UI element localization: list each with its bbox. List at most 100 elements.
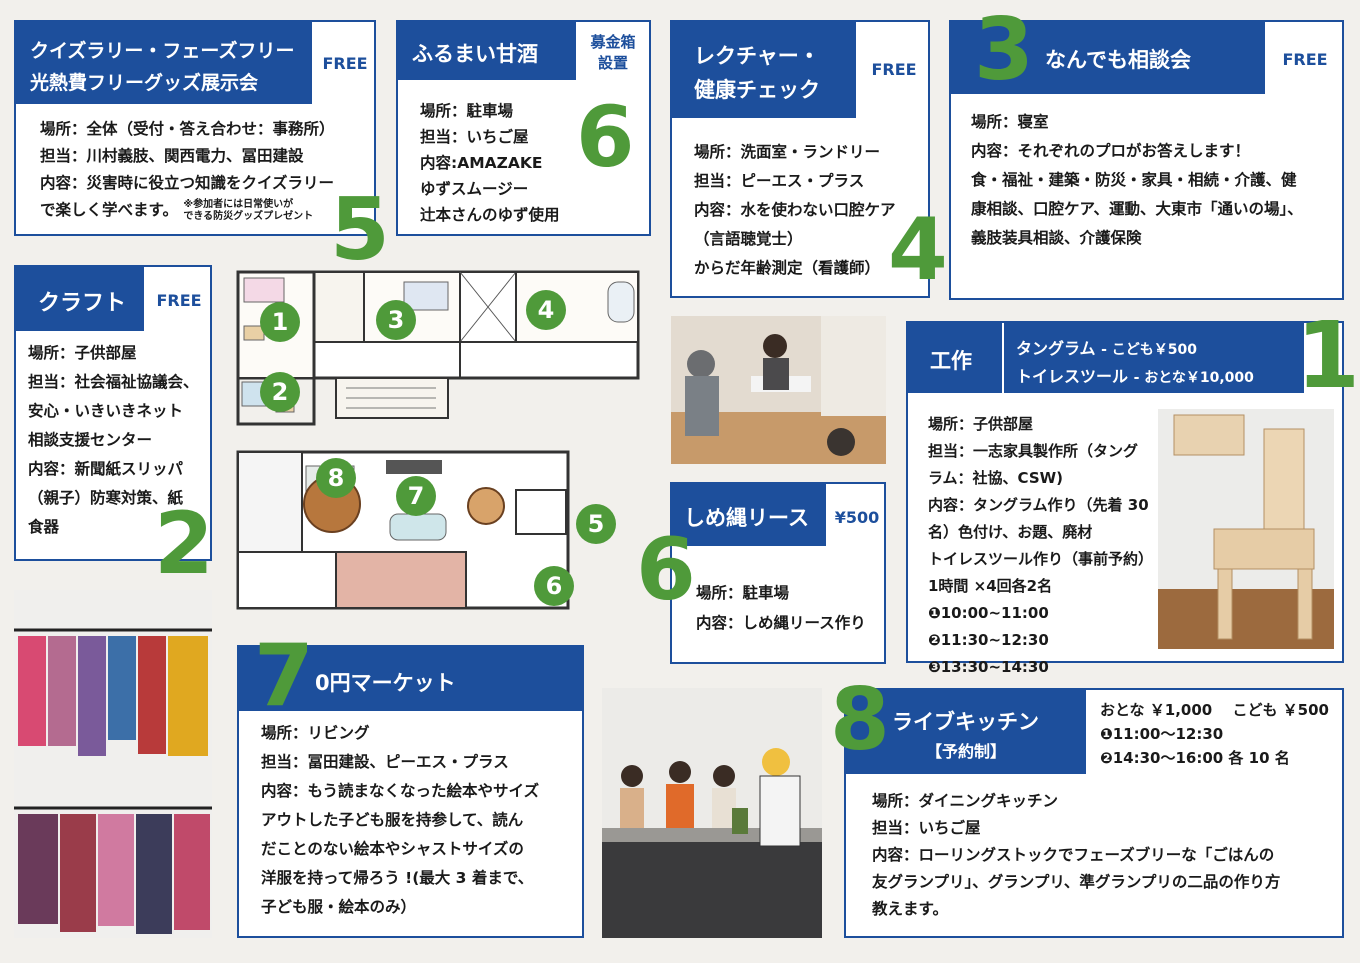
kousaku-body: 場所：子供部屋 担当：一志家具製作所（タング ラム：社協、CSW) 内容：タング… [928,411,1168,708]
kousaku-line: 担当：一志家具製作所（タング [928,442,1139,460]
quiz-number: 5 [330,180,390,280]
kousaku-line: 内容：タングラム作り（先着 30 [928,496,1149,514]
map-marker-7: 7 [396,476,436,516]
stool-photo-image [1158,409,1334,649]
amazake-card: ふるまい甘酒 募金箱 設置 場所：駐車場 担当：いちご屋 内容:AMAZAKE … [396,20,651,236]
amazake-tag-2: 設置 [597,54,628,72]
kousaku-line: ❶10:00~11:00 ❷11:30~12:30 [928,604,1049,649]
map-marker-8: 8 [316,458,356,498]
map-marker-1: 1 [260,302,300,342]
quiz-line-last: で楽しく学べます。 [40,201,178,219]
amazake-header: ふるまい甘酒 [398,22,576,80]
kousaku-item-1: タングラム - こども￥500 [1016,335,1197,359]
amazake-body: 場所：駐車場 担当：いちご屋 内容:AMAZAKE ゆずスムージー 辻本さんのゆ… [420,98,620,228]
craft-body: 場所：子供部屋 担当：社会福祉協議会、 安心・いきいきネット 相談支援センター … [28,339,212,542]
kitchen-line: 友グランプリ」、グランプリ、準グランプリの二品の作り方 [872,873,1281,891]
kitchen-body: 場所：ダイニングキッチン 担当：いちご屋 内容：ローリングストックでフェーズブリ… [872,788,1342,923]
consult-title: なんでも相談会 [1045,48,1191,72]
lecture-line: （言語聴覚士） [694,230,803,248]
market-line: 洋服を持って帰ろう !(最大 3 着まで、 [261,869,534,887]
amazake-number: 6 [576,88,635,186]
shime-body: 場所：駐車場 内容：しめ縄リース作り [696,578,886,638]
workshop-photo-image [671,316,886,464]
craft-number: 2 [154,494,214,594]
floor-plan: 1 2 3 4 5 6 7 8 [236,270,648,610]
craft-line: 食器 [28,518,60,536]
kitchen-card: ライブキッチン 【予約制】 おとな ￥1,000 こども ￥500 ❶11:00… [844,688,1344,938]
market-line: 内容：もう読まなくなった絵本やサイズ [261,782,540,800]
amazake-line: 辻本さんのゆず使用 [420,206,560,224]
kousaku-item-2-price: - おとな￥10,000 [1133,370,1254,386]
kitchen-title-1: ライブキッチン [892,710,1039,734]
market-line: 担当：冨田建設、ピーエス・プラス [261,753,509,771]
consult-card: なんでも相談会 FREE 場所：寝室 内容：それぞれのプロがお答えします！ 食・… [949,20,1344,300]
consult-line: 義肢装具相談、介護保険 [971,229,1142,247]
kousaku-item-2: トイレスツール - おとな￥10,000 [1016,363,1254,387]
map-marker-4: 4 [526,290,566,330]
craft-header: クラフト [16,267,144,331]
kousaku-items: タングラム - こども￥500 トイレスツール - おとな￥10,000 [1004,323,1304,393]
map-marker-3: 3 [376,300,416,340]
quiz-title-1: クイズラリー・フェーズフリー [30,40,295,62]
market-line: 子ども服・絵本のみ） [261,898,417,916]
market-number: 7 [254,626,314,726]
quiz-line: 場所：全体（受付・答え合わせ：事務所） [40,120,335,138]
craft-free-tag: FREE [156,291,202,310]
quiz-body: 場所：全体（受付・答え合わせ：事務所） 担当：川村義肢、関西電力、冨田建設 内容… [40,116,370,224]
craft-line: 安心・いきいきネット [28,402,184,420]
lecture-line: 場所：洗面室・ランドリー [694,143,881,161]
craft-line: 場所：子供部屋 [28,344,137,362]
amazake-line: 担当：いちご屋 [420,128,529,146]
lecture-line: からだ年齢測定（看護師） [694,259,881,277]
kousaku-line: 1時間 ×4回各2名 [928,577,1053,595]
lecture-line: 担当：ピーエス・プラス [694,172,865,190]
kitchen-photo-image [602,688,822,938]
lecture-title-2: 健康チェック [694,78,820,102]
craft-line: （親子）防寒対策、紙 [28,489,184,507]
amazake-tag-1: 募金箱 [590,33,636,51]
quiz-free-tag: FREE [322,54,368,73]
quiz-note-2: できる防災グッズプレゼント [183,210,314,222]
market-line: だことのない絵本やシャストサイズの [261,840,524,858]
quiz-note-1: ※参加者には日常使いが [183,198,294,210]
lecture-card: レクチャー・ 健康チェック FREE 場所：洗面室・ランドリー 担当：ピーエス・… [670,20,930,298]
amazake-title: ふるまい甘酒 [412,42,538,66]
shime-title: しめ縄リース [684,506,809,530]
shime-price-tag: ¥500 [834,508,880,527]
kitchen-line: 担当：いちご屋 [872,819,981,837]
kitchen-photo [602,688,822,938]
consult-number: 3 [974,0,1034,100]
craft-line: 内容：新聞紙スリッパ [28,460,184,478]
kousaku-title: 工作 [930,349,972,373]
kitchen-line: 場所：ダイニングキッチン [872,792,1059,810]
consult-line: 康相談、口腔ケア、運動、大東市「通いの場」、 [971,200,1303,218]
kousaku-item-1-name: タングラム [1016,339,1096,358]
kousaku-line: ラム：社協、CSW) [928,469,1064,487]
craft-line: 担当：社会福祉協議会、 [28,373,199,391]
quiz-line: で楽しく学べます。 ※参加者には日常使いができる防災グッズプレゼント [40,197,370,224]
quiz-title-2: 光熱費フリーグッズ展示会 [30,72,259,94]
market-card: 0円マーケット 場所：リビング 担当：冨田建設、ピーエス・プラス 内容：もう読ま… [237,645,584,938]
market-title: 0円マーケット [315,671,456,695]
consult-body: 場所：寝室 内容：それぞれのプロがお答えします！ 食・福祉・建築・防災・家具・相… [971,108,1341,253]
consult-line: 内容：それぞれのプロがお答えします！ [971,142,1251,160]
kousaku-line: トイレスツール作り（事前予約） [928,550,1154,568]
quiz-header: クイズラリー・フェーズフリー 光熱費フリーグッズ展示会 [16,22,312,104]
kousaku-item-1-price: - こども￥500 [1101,342,1198,358]
kousaku-card: 工作 タングラム - こども￥500 トイレスツール - おとな￥10,000 … [906,321,1344,703]
consult-line: 食・福祉・建築・防災・家具・相続・介護、健 [971,171,1297,189]
kitchen-line: 内容：ローリングストックでフェーズブリーな「ごはんの [872,846,1275,864]
amazake-line: 内容:AMAZAKE [420,154,543,172]
map-marker-2: 2 [260,372,300,412]
kitchen-title-2: 【予約制】 [926,742,1007,761]
kousaku-line: 名）色付け、お題、廃材 [928,523,1093,541]
kitchen-number: 8 [830,670,890,770]
floor-plan-drawing [236,270,640,610]
market-header: 0円マーケット [239,647,584,711]
consult-free-tag: FREE [1282,50,1328,69]
clothes-photo [14,590,212,938]
shime-card: しめ縄リース ¥500 場所：駐車場 内容：しめ縄リース作り [670,482,886,664]
craft-line: 相談支援センター [28,431,153,449]
map-marker-6: 6 [534,566,574,606]
kousaku-item-2-name: トイレスツール [1016,367,1129,386]
